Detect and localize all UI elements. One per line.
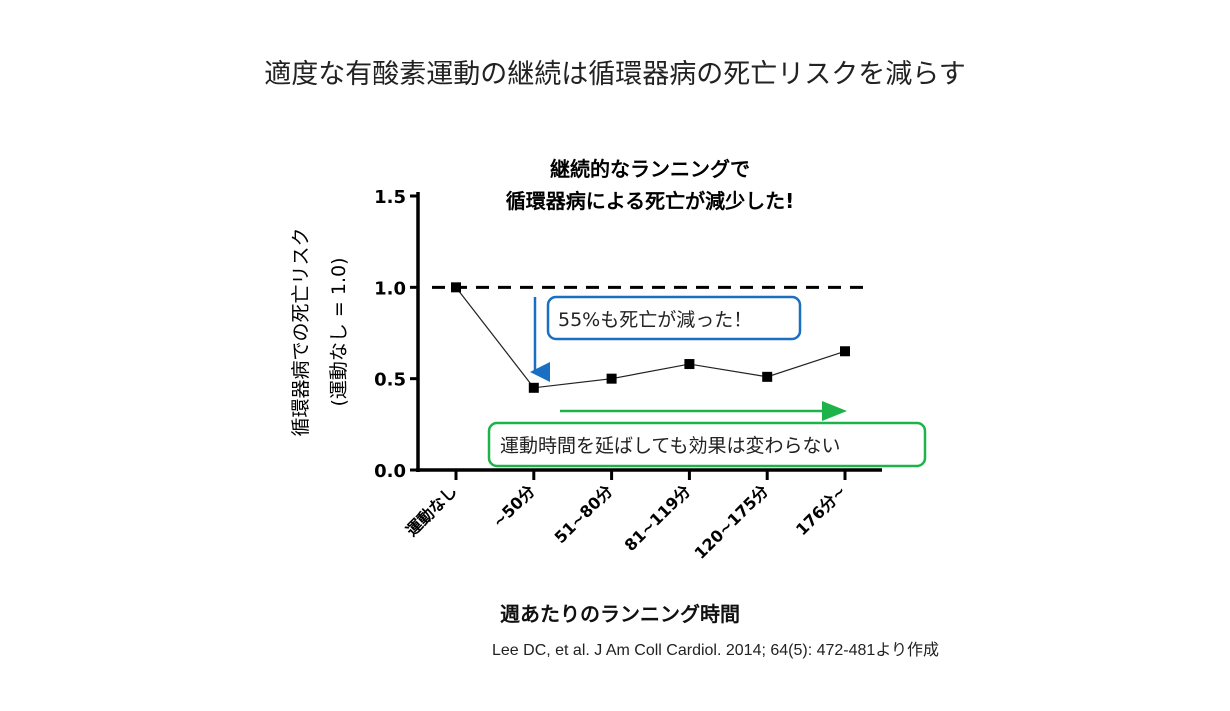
data-point	[840, 346, 850, 357]
annotation-text-green: 運動時間を延ばしても効果は変わらない	[500, 435, 840, 457]
page-title: 適度な有酸素運動の継続は循環器病の死亡リスクを減らす	[264, 59, 966, 90]
chart-title-line: 循環器病による死亡が減少した!	[506, 189, 795, 213]
annotation-text-blue: 55%も死亡が減った！	[558, 309, 752, 331]
y-axis-label-line: 循環器病での死亡リスク	[290, 227, 312, 436]
y-tick-label: 1.5	[374, 187, 406, 208]
series-line	[455, 286, 846, 389]
y-tick-label: 0.5	[374, 370, 406, 391]
x-tick-label: 運動なし	[402, 481, 461, 540]
data-point	[528, 382, 539, 393]
data-point	[684, 359, 695, 370]
y-axis-label-line: (運動なし = 1.0)	[328, 257, 350, 406]
annotation-box-blue	[546, 295, 802, 341]
chart-title-line: 継続的なランニングで	[550, 157, 750, 181]
data-point	[451, 282, 461, 293]
annotation-box-green	[487, 421, 927, 468]
y-tick-label: 0.0	[374, 461, 406, 482]
x-tick-label: ~50分	[489, 481, 539, 531]
x-tick-label: 176分~	[792, 481, 850, 539]
x-tick-label: 120~175分	[691, 481, 772, 562]
x-tick-label: 51~80分	[551, 481, 617, 547]
data-point	[606, 373, 617, 384]
data-point	[762, 371, 773, 382]
x-tick-label: 81~119分	[621, 481, 695, 555]
citation: Lee DC, et al. J Am Coll Cardiol. 2014; …	[492, 642, 939, 659]
y-tick-label: 1.0	[374, 278, 406, 299]
x-axis-label: 週あたりのランニング時間	[500, 602, 740, 626]
